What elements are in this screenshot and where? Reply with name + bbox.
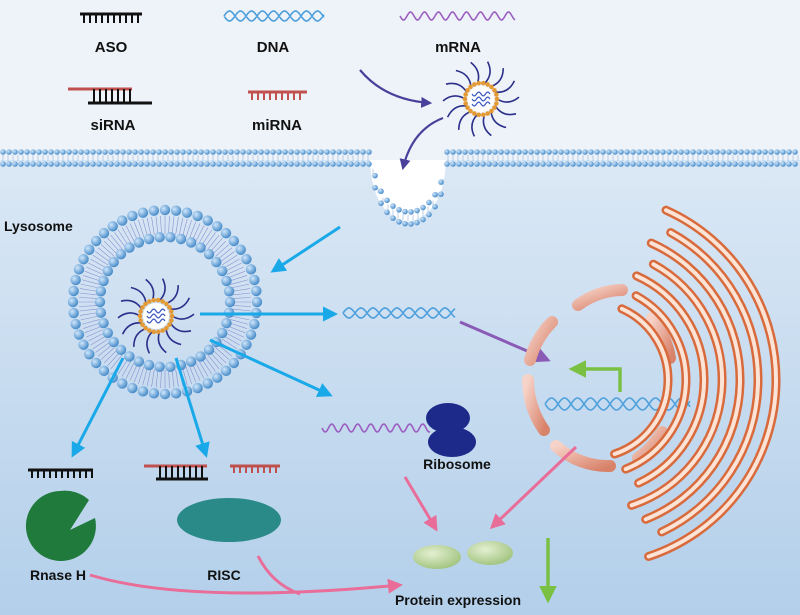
legend-mrna-label: mRNA: [435, 39, 481, 56]
sirna-icon: [68, 87, 152, 105]
arrow-endocytosis: [399, 116, 444, 171]
mrna-icon: [399, 11, 516, 21]
legend: ASO DNA mRNA siRNA miRNA: [68, 10, 516, 134]
sirna-mirna-duplex-icon: [144, 464, 280, 481]
arrow-approach-membrane: [359, 69, 433, 108]
arrow-endosome-to-lysosome: [270, 225, 341, 273]
ribosome-label: Ribosome: [423, 456, 491, 472]
aso-icon: [80, 12, 142, 23]
legend-sirna-label: siRNA: [90, 117, 135, 134]
arrow-release-mrna: [209, 338, 333, 397]
nucleus-envelope: [522, 284, 676, 473]
nanoparticle-in-lysosome: [117, 278, 195, 354]
protein-expression-label: Protein expression: [395, 592, 521, 608]
rnase-h-enzyme: [25, 490, 96, 561]
arrow-risc-to-protein: [256, 555, 301, 596]
plasma-membrane: [0, 149, 799, 227]
legend-dna-label: DNA: [257, 39, 290, 56]
legend-mirna-label: miRNA: [252, 117, 302, 134]
lysosome-label: Lysosome: [4, 218, 73, 234]
aso-mrna-duplex-icon: [28, 468, 93, 478]
protein-1: [413, 545, 461, 569]
nanoparticle-extracellular: [442, 61, 520, 137]
dna-icon: [223, 10, 325, 22]
ribosome: [426, 403, 476, 457]
risc-complex: [177, 498, 281, 542]
extracellular-space: [0, 0, 800, 160]
legend-aso-label: ASO: [95, 39, 128, 56]
arrow-transcription: [568, 360, 622, 392]
arrow-release-sirna: [174, 357, 210, 458]
released-mrna: [321, 423, 431, 433]
arrow-ribosome-to-protein: [403, 476, 438, 532]
mirna-icon: [248, 90, 307, 100]
endoplasmic-reticulum: [610, 205, 781, 561]
arrow-release-aso: [71, 357, 125, 458]
cytoplasm: [0, 160, 800, 615]
protein-2: [467, 541, 513, 565]
risc-label: RISC: [207, 567, 240, 583]
rnase-h-label: Rnase H: [30, 567, 86, 583]
arrow-rnase-to-protein: [89, 573, 403, 595]
arrow-nucleus-to-protein: [489, 445, 578, 530]
released-dna: [342, 307, 456, 319]
